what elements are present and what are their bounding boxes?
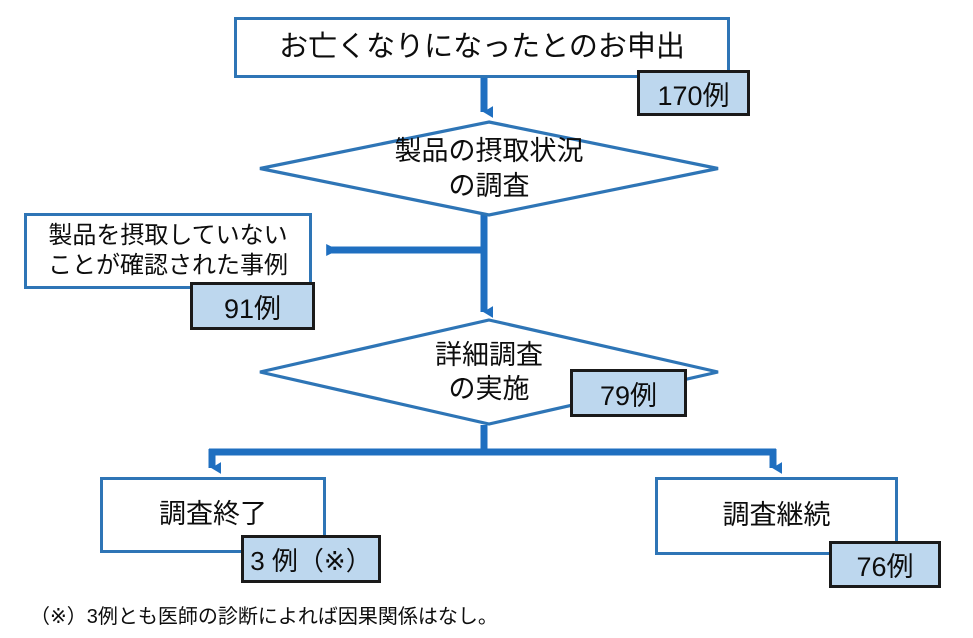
badge-not-taken-count: 91例 — [190, 282, 315, 330]
node-not-taken-label: 製品を摂取していない ことが確認された事例 — [48, 222, 288, 279]
badge-detailed-survey-count: 79例 — [570, 369, 687, 417]
badge-survey-finished-count: 3 例（※） — [241, 535, 381, 583]
node-survey-finished-label: 調査終了 — [159, 499, 267, 530]
node-report-label: お亡くなりになったとのお申出 — [279, 30, 685, 63]
badge-report-count: 170例 — [637, 70, 750, 116]
node-survey-continuing[interactable]: 調査継続 — [655, 477, 898, 555]
intake-survey-diamond-shape — [258, 120, 720, 217]
connector-detailed-split — [208, 425, 783, 474]
badge-not-taken-count-value: 91例 — [223, 293, 282, 324]
badge-detailed-survey-count-value: 79例 — [599, 380, 658, 411]
node-not-taken[interactable]: 製品を摂取していない ことが確認された事例 — [24, 213, 312, 289]
node-survey-continuing-label: 調査継続 — [722, 500, 831, 531]
badge-survey-finished-count-value: 3 例（※） — [250, 545, 372, 576]
badge-survey-continuing-count: 76例 — [829, 541, 941, 588]
badge-survey-continuing-count-value: 76例 — [856, 552, 914, 582]
node-intake-survey[interactable]: 製品の摂取状況 の調査 — [258, 120, 720, 217]
footnote-text: （※）3例とも医師の診断によれば因果関係はなし。 — [30, 606, 498, 628]
node-report[interactable]: お亡くなりになったとのお申出 — [234, 17, 730, 78]
badge-report-count-value: 170例 — [657, 80, 730, 111]
footnote: （※）3例とも医師の診断によれば因果関係はなし。 — [30, 600, 498, 629]
